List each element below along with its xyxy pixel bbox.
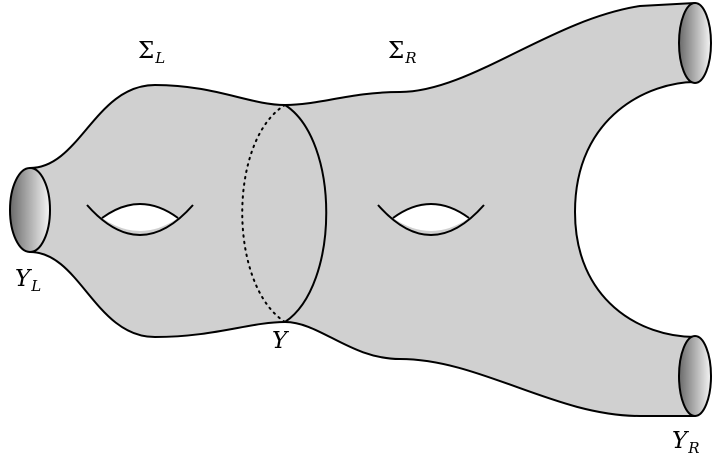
label-sigma-r: ΣR bbox=[388, 38, 417, 67]
boundary-right-top bbox=[678, 2, 712, 84]
cut-back-arc-dotted bbox=[241, 104, 286, 323]
handle-hole-left-upper-edge bbox=[101, 203, 179, 219]
boundary-left bbox=[9, 167, 51, 253]
cut-front-arc bbox=[284, 104, 328, 323]
handle-hole-left-lower-edge bbox=[86, 204, 194, 236]
boundary-right-bottom bbox=[678, 335, 712, 417]
handle-hole-left bbox=[102, 204, 178, 231]
surface-body bbox=[29, 2, 696, 417]
label-y-middle: Y bbox=[272, 328, 288, 354]
label-y-left: YL bbox=[15, 266, 42, 295]
handle-hole-right-upper-edge bbox=[392, 203, 470, 219]
handle-hole-right bbox=[393, 204, 469, 231]
label-y-right: YR bbox=[672, 428, 700, 457]
handle-hole-right-lower-edge bbox=[377, 204, 485, 236]
label-sigma-l: ΣL bbox=[138, 38, 166, 67]
